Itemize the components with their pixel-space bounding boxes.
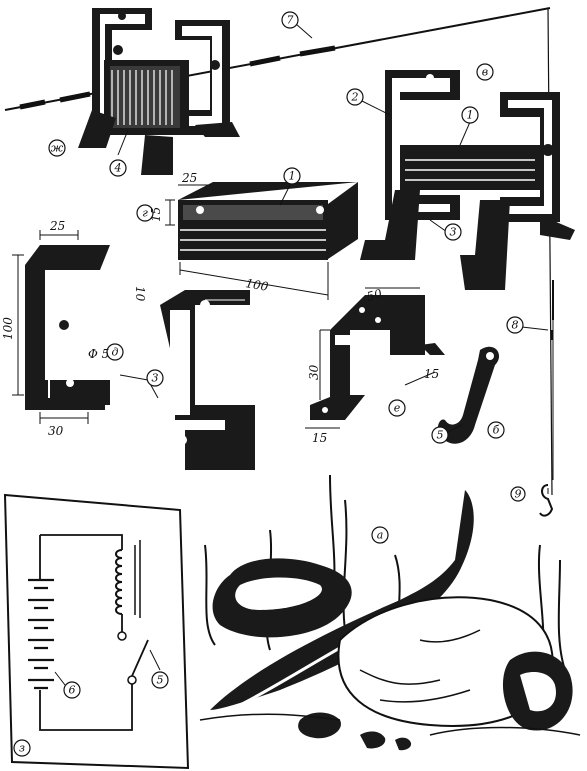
svg-text:е: е bbox=[394, 402, 401, 415]
view-label-z: з bbox=[13, 739, 31, 757]
svg-text:д: д bbox=[112, 346, 119, 359]
svg-text:ж: ж bbox=[51, 142, 64, 155]
dim-bracket-depth: 30 bbox=[48, 424, 64, 438]
view-label-b: б bbox=[487, 421, 505, 439]
part-callouts: 7 2 1 3 4 1 3 8 5 9 5 6 bbox=[54, 11, 549, 699]
svg-text:1: 1 bbox=[467, 109, 474, 122]
stand bbox=[305, 287, 445, 429]
callout-3-core: 3 bbox=[444, 223, 462, 241]
view-label-e: е bbox=[388, 399, 406, 417]
svg-text:2: 2 bbox=[351, 91, 359, 104]
callout-1-core: 1 bbox=[461, 106, 479, 124]
dim-bracket-height: 100 bbox=[1, 317, 15, 340]
fish-scene bbox=[199, 474, 581, 751]
callout-9: 9 bbox=[510, 486, 526, 502]
view-labels: ж в г д е б а з bbox=[13, 63, 505, 757]
svg-text:8: 8 bbox=[512, 319, 519, 332]
callout-5-switch: 5 bbox=[151, 671, 169, 689]
svg-text:5: 5 bbox=[157, 674, 164, 687]
view-label-zh: ж bbox=[48, 139, 66, 157]
callout-7: 7 bbox=[281, 11, 299, 29]
assembled-electromagnet bbox=[78, 8, 240, 175]
callout-3-bracket: 3 bbox=[146, 369, 164, 387]
callout-2: 2 bbox=[346, 88, 364, 106]
dim-hole-diameter: Φ 5 bbox=[88, 347, 109, 361]
svg-text:9: 9 bbox=[515, 488, 522, 501]
battery bbox=[28, 578, 54, 690]
plate bbox=[165, 182, 358, 300]
dim-stand-height: 30 bbox=[307, 364, 321, 380]
dim-stand-width: 50 bbox=[365, 286, 384, 304]
bracket-left bbox=[12, 230, 110, 424]
callout-4: 4 bbox=[109, 159, 127, 177]
dim-stand-side: 15 bbox=[424, 367, 439, 381]
view-label-d: д bbox=[106, 343, 124, 361]
svg-text:6: 6 bbox=[69, 684, 76, 697]
svg-text:а: а bbox=[377, 529, 384, 542]
svg-text:з: з bbox=[19, 742, 25, 755]
dim-plate-width: 25 bbox=[181, 171, 197, 185]
svg-text:3: 3 bbox=[450, 226, 457, 239]
dim-bracket-lip: 10 bbox=[133, 286, 147, 302]
svg-text:г: г bbox=[142, 207, 148, 220]
dim-plate-height: 15 bbox=[149, 207, 163, 222]
svg-text:в: в bbox=[482, 66, 488, 79]
view-label-v: в bbox=[476, 63, 494, 81]
hook bbox=[437, 320, 554, 517]
view-label-a: а bbox=[371, 526, 389, 544]
bracket-right bbox=[160, 290, 255, 470]
view-label-g: г bbox=[136, 204, 154, 222]
callout-5-hook: 5 bbox=[431, 426, 449, 444]
svg-text:5: 5 bbox=[437, 429, 444, 442]
svg-text:б: б bbox=[493, 424, 500, 437]
callout-8: 8 bbox=[506, 316, 524, 334]
svg-text:4: 4 bbox=[114, 162, 122, 175]
dim-bracket-width: 25 bbox=[49, 219, 65, 233]
circuit-panel bbox=[3, 493, 190, 770]
core-assembly bbox=[360, 70, 575, 290]
svg-text:7: 7 bbox=[287, 14, 294, 27]
dim-stand-foot: 15 bbox=[312, 431, 327, 445]
dim-plate-length: 100 bbox=[244, 276, 269, 294]
callout-1-plate: 1 bbox=[283, 167, 301, 185]
svg-text:1: 1 bbox=[289, 170, 296, 183]
svg-text:3: 3 bbox=[152, 372, 159, 385]
callout-6: 6 bbox=[63, 681, 81, 699]
dimensions: 25 15 100 25 100 10 30 Φ 5 50 30 15 15 bbox=[1, 171, 439, 445]
